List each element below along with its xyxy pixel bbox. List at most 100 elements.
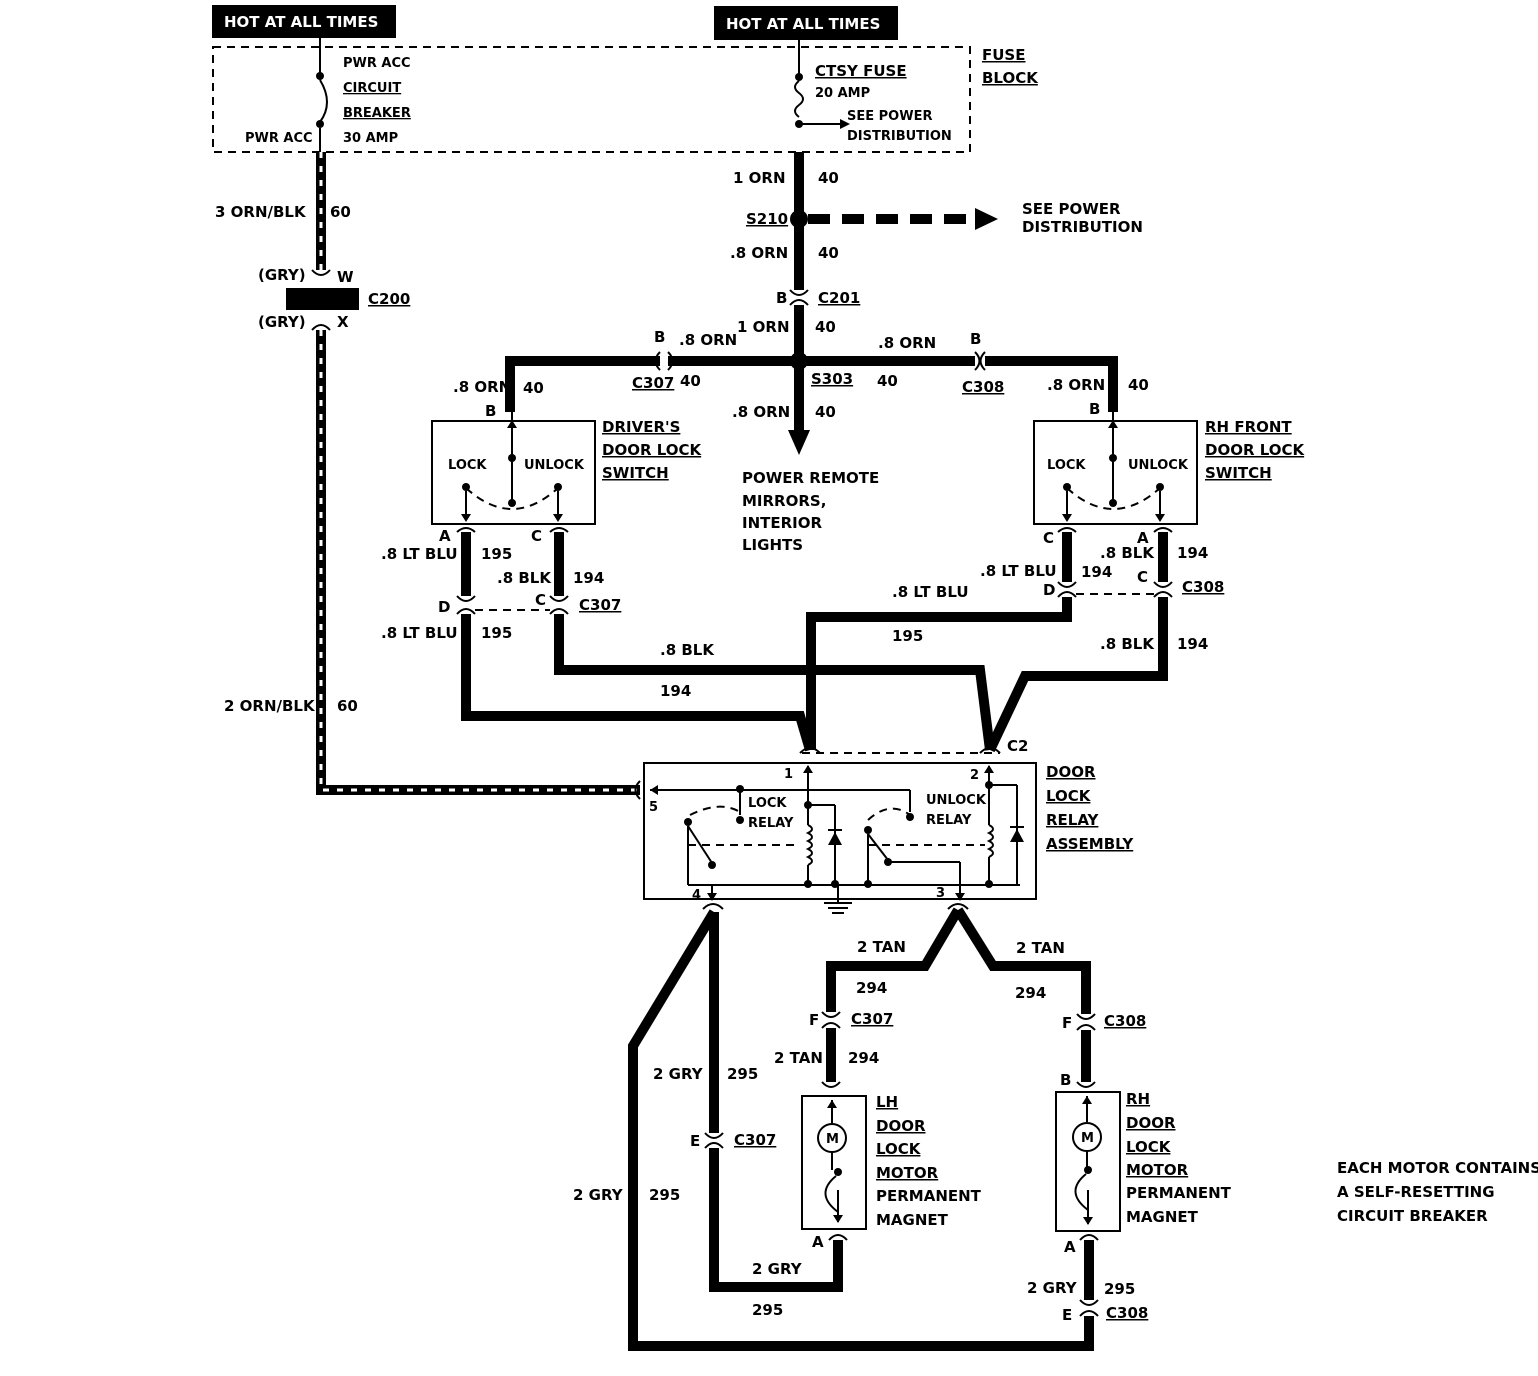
lh-motor-name-1: LH — [876, 1093, 898, 1111]
ctsy-fuse-icon — [794, 40, 850, 129]
ground-icon — [824, 885, 852, 914]
relay-name-4: ASSEMBLY — [1046, 835, 1134, 853]
driver-pin-d: D — [438, 598, 450, 616]
lh-motor-name-4: MOTOR — [876, 1164, 939, 1182]
note-line-1: EACH MOTOR CONTAINS — [1337, 1159, 1538, 1177]
c201-pin-b: B — [776, 289, 787, 307]
rh-c308-e: C308 — [1106, 1304, 1148, 1322]
rh-pin-f: F — [1062, 1014, 1072, 1032]
door-lock-relay-assembly — [643, 747, 1037, 914]
driver-switch-name-3: SWITCH — [602, 464, 669, 482]
circuit-40-b: 40 — [818, 244, 839, 262]
driver-pin-c: C — [531, 527, 542, 545]
driver-circuit-195: 195 — [481, 545, 512, 563]
rh-c308: C308 — [1182, 578, 1224, 596]
lh-motor-name-6: MAGNET — [876, 1211, 949, 1229]
relay-pin-5: 5 — [649, 800, 658, 815]
lh-motor-m: M — [826, 1132, 839, 1147]
driver-pin-a: A — [439, 527, 451, 545]
gry-right: 2 GRY — [1027, 1279, 1078, 1297]
driver-switch-name-1: DRIVER'S — [602, 418, 680, 436]
relay-name-2: LOCK — [1046, 787, 1092, 805]
circuit-breaker-icon — [316, 38, 328, 152]
relay-pin-3: 3 — [936, 886, 945, 901]
driver-wire-blu-2: .8 LT BLU — [381, 624, 458, 642]
circuit-294-c: 294 — [848, 1049, 879, 1067]
relay-pin-4: 4 — [692, 888, 701, 903]
circuit-40-c: 40 — [815, 318, 836, 336]
driver-switch-wires — [456, 527, 995, 752]
gry-label-2: (GRY) — [258, 313, 306, 331]
power-remote-3: INTERIOR — [742, 514, 822, 532]
lock-relay-label-1: LOCK — [748, 796, 787, 811]
right-branch-b: B — [970, 330, 981, 348]
ctsy-fuse-amp: 20 AMP — [815, 86, 870, 101]
see-pd-1: SEE POWER — [1022, 200, 1121, 218]
pwr-acc-label-3: BREAKER — [343, 106, 411, 121]
rh-motor-m: M — [1081, 1131, 1094, 1146]
circuit-40-d: 40 — [680, 372, 701, 390]
left-lower-orn: .8 ORN — [453, 378, 511, 396]
circuit-40-a: 40 — [818, 169, 839, 187]
lock-relay-label-2: RELAY — [748, 816, 794, 831]
tan-left: 2 TAN — [857, 938, 906, 956]
rh-circuit-194b: 194 — [1177, 635, 1208, 653]
circuit-60-bottom: 60 — [337, 697, 358, 715]
wire-08-orn-a: .8 ORN — [730, 244, 788, 262]
driver-pin-b: B — [485, 402, 496, 420]
rh-pin-a: A — [1137, 529, 1149, 547]
rh-motor-name-4: MOTOR — [1126, 1161, 1189, 1179]
rh-front-door-lock-switch — [1033, 412, 1198, 525]
motor-wires — [628, 903, 1099, 1351]
see-pd-2: DISTRIBUTION — [1022, 218, 1143, 236]
circuit-294-b: 294 — [1015, 984, 1046, 1002]
pwr-acc-amp: 30 AMP — [343, 131, 398, 146]
power-remote-4: LIGHTS — [742, 536, 803, 554]
orn-branch-wire — [505, 351, 1118, 412]
tan-left-2: 2 TAN — [774, 1049, 823, 1067]
lh-pin-e: E — [690, 1132, 700, 1150]
rh-switch-name-2: DOOR LOCK — [1205, 441, 1306, 459]
hot-label-right: HOT AT ALL TIMES — [714, 6, 898, 40]
rh-circuit-195: 195 — [892, 627, 923, 645]
rh-door-lock-motor: M — [1055, 1091, 1121, 1232]
circuit-40-f: 40 — [523, 379, 544, 397]
rh-motor-name-5: PERMANENT — [1126, 1184, 1232, 1202]
pwr-acc-label-2: CIRCUIT — [343, 81, 401, 96]
rh-wire-blu: .8 LT BLU — [980, 562, 1057, 580]
ctsy-see-power-2: DISTRIBUTION — [847, 129, 952, 144]
left-branch-b: B — [654, 328, 665, 346]
rh-circuit-194x: 194 — [1081, 563, 1112, 581]
note-line-2: A SELF-RESETTING — [1337, 1183, 1495, 1201]
gry-label-1: (GRY) — [258, 266, 306, 284]
circuit-40-e: 40 — [877, 372, 898, 390]
rh-circuit-194: 194 — [1177, 544, 1208, 562]
driver-wire-blk-2: .8 BLK — [660, 641, 715, 659]
lh-pin-f: F — [809, 1011, 819, 1029]
relay-name-1: DOOR — [1046, 763, 1096, 781]
lh-motor-pin-a: A — [812, 1233, 824, 1251]
power-remote-2: MIRRORS, — [742, 492, 826, 510]
circuit-40-h: 40 — [815, 403, 836, 421]
ctsy-fuse-label: CTSY FUSE — [815, 62, 907, 80]
pwr-acc-tag: PWR ACC — [245, 131, 313, 146]
fuse-block-box — [212, 46, 971, 153]
relay-name-3: RELAY — [1046, 811, 1100, 829]
c200-connector-block — [286, 288, 359, 310]
lh-motor-name-3: LOCK — [876, 1140, 922, 1158]
orn-blk-wire — [286, 152, 641, 800]
rh-unlock-label: UNLOCK — [1128, 458, 1189, 473]
power-arrow-down — [788, 430, 810, 455]
wire-2-orn-blk: 2 ORN/BLK — [224, 697, 316, 715]
s303-label: S303 — [811, 370, 853, 388]
circuit-60-top: 60 — [330, 203, 351, 221]
mid-orn: .8 ORN — [732, 403, 790, 421]
c200-label: C200 — [368, 290, 410, 308]
rh-pin-b: B — [1060, 1071, 1071, 1089]
pin-w: W — [337, 268, 354, 286]
fuse-block-label-1: FUSE — [982, 46, 1025, 64]
rh-wire-blk-2: .8 BLK — [1100, 635, 1155, 653]
driver-circuit-194: 194 — [573, 569, 604, 587]
relay-pin-2: 2 — [970, 768, 979, 783]
